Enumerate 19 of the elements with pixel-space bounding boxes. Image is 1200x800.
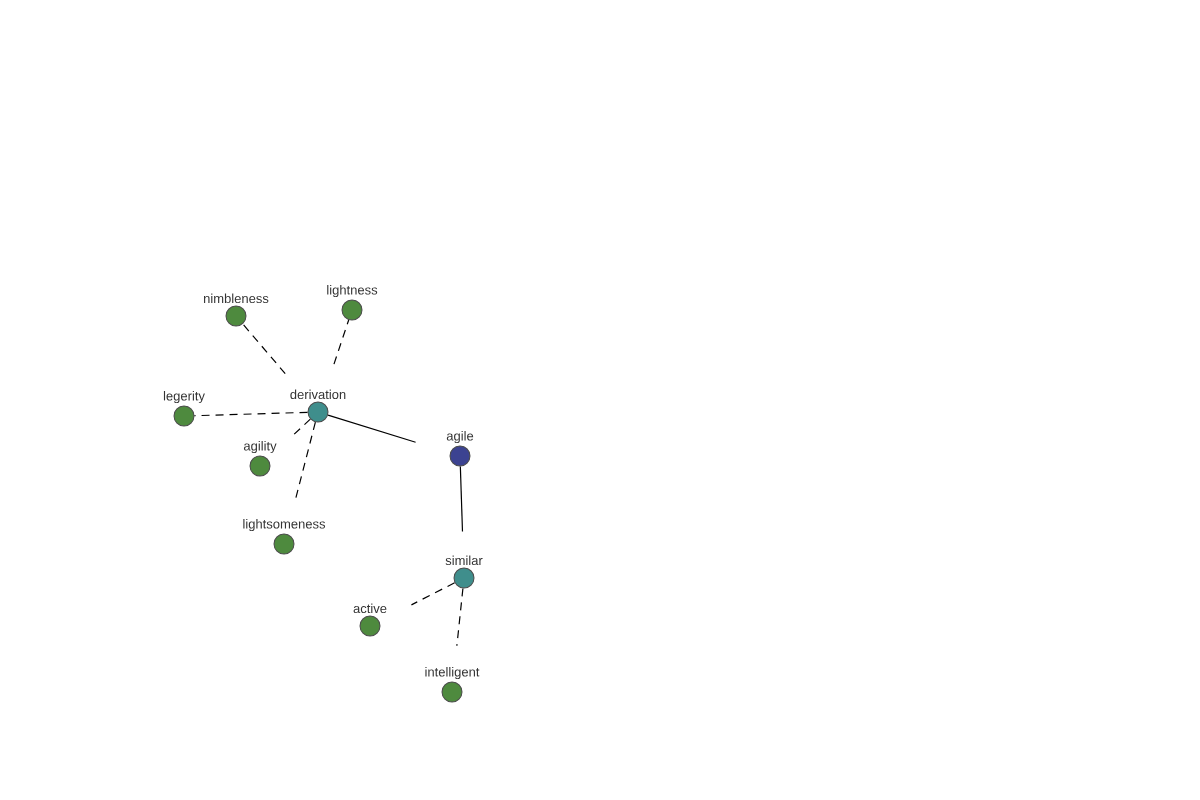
node-circle <box>353 603 387 637</box>
node-circle <box>425 667 480 703</box>
node-circle <box>203 293 269 327</box>
node-circle <box>327 285 378 321</box>
connector-line <box>456 587 464 647</box>
connector-line <box>242 323 286 375</box>
connector-line <box>333 319 350 365</box>
connector-line <box>193 411 309 417</box>
connector-line <box>293 418 311 435</box>
node-circle <box>243 519 326 555</box>
node-circle <box>445 555 483 589</box>
node-circle <box>290 389 346 423</box>
node-circle <box>243 441 277 477</box>
node-circle <box>446 431 474 467</box>
connector-line <box>459 465 464 533</box>
node-circle <box>163 391 205 427</box>
connector-line <box>410 582 456 606</box>
connector-line <box>295 421 316 500</box>
connector-line <box>327 414 417 443</box>
